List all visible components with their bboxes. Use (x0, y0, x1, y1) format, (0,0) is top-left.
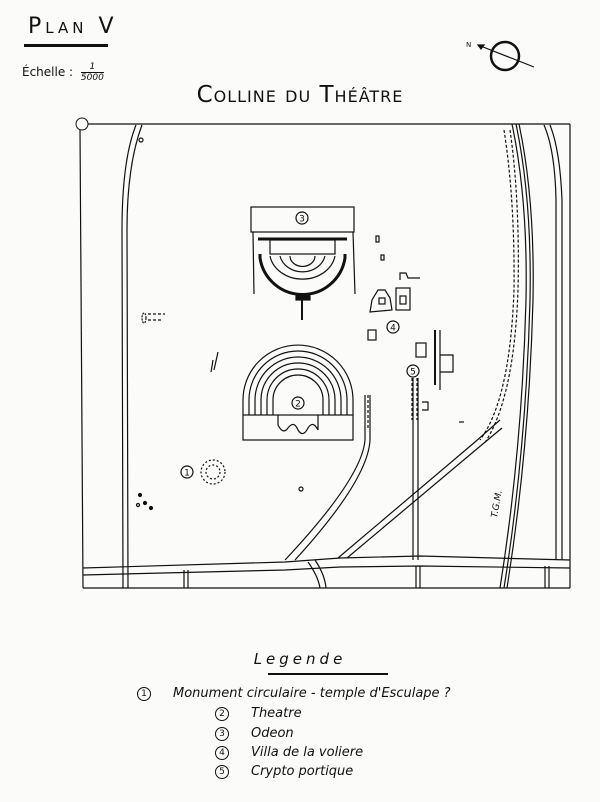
marker-5-label: 5 (410, 368, 416, 378)
site-plan: N T.G.M. (75, 40, 571, 589)
legend-item: 1 Monument circulaire - temple d'Esculape… (137, 686, 451, 701)
marker-1 (180, 465, 194, 479)
marker-3-label: 3 (299, 215, 305, 225)
marker-2-label: 2 (295, 400, 301, 410)
plan-number: Plan V (28, 14, 118, 39)
plan-underline (24, 44, 108, 47)
railway-label: T.G.M. (490, 489, 505, 518)
marker-4 (386, 320, 400, 334)
legend-underline (268, 673, 388, 675)
scale-label: Échelle : (22, 65, 74, 79)
villa-de-la-voliere: 4 (367, 235, 420, 341)
map-title: Colline du Théâtre (196, 82, 404, 108)
roads (82, 124, 571, 589)
marker-3 (295, 211, 309, 225)
legend-number: 4 (215, 745, 229, 760)
marker-4-label: 4 (390, 324, 396, 334)
legend-item: 3 Odeon (215, 726, 294, 741)
north-arrow-icon: N (466, 40, 535, 72)
legend-title: Legende (253, 650, 347, 668)
map-frame (79, 123, 571, 589)
legend-label: Theatre (251, 706, 302, 721)
legend-number: 5 (215, 764, 229, 779)
scale-denominator: 5000 (80, 73, 104, 83)
legend-number: 1 (137, 686, 151, 701)
legend-label: Odeon (251, 726, 294, 741)
theatre: 2 (242, 344, 354, 441)
scale-fraction: 1 5000 (80, 62, 104, 83)
misc-remains (135, 137, 304, 511)
scale: Échelle : 1 5000 (22, 62, 104, 83)
scale-numerator: 1 (80, 62, 104, 73)
marker-5 (406, 364, 420, 378)
legend-item: 2 Theatre (215, 706, 302, 721)
legend-item: 5 Crypto portique (215, 764, 353, 779)
circular-monument: 1 (180, 459, 226, 485)
legend-label: Villa de la voliere (251, 745, 364, 760)
marker-2 (291, 396, 305, 410)
legend-number: 3 (215, 726, 229, 741)
legend-number: 2 (215, 706, 229, 721)
marker-1-label: 1 (184, 469, 190, 479)
crypto-portique: 5 (406, 330, 464, 423)
dashed-paths (367, 129, 519, 445)
reference-mark-icon (75, 117, 89, 131)
north-label: N (466, 41, 471, 49)
railway: T.G.M. (490, 123, 534, 589)
odeon: 3 (250, 206, 356, 320)
legend-label: Crypto portique (251, 764, 354, 779)
legend-label: Monument circulaire - temple d'Esculape … (173, 686, 451, 701)
legend-item: 4 Villa de la voliere (215, 745, 363, 760)
